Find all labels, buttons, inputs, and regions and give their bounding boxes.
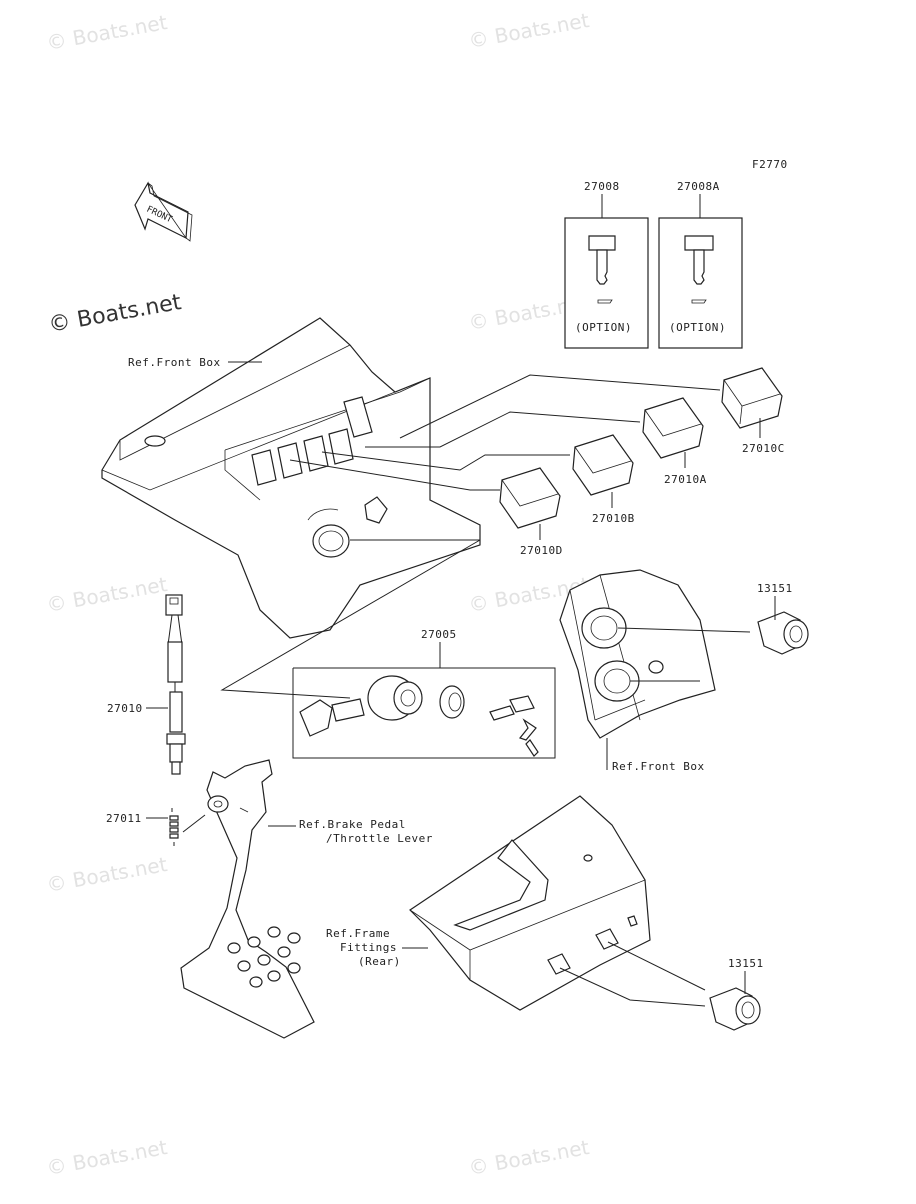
part-number-27011: 27011 [106,812,142,825]
rocker-switch-27010C: 27010C [721,367,785,455]
part-number-27010D: 27010D [520,544,563,557]
ignition-switch-assy: 27005 [220,539,556,759]
ref-frame-label-2: Fittings [340,941,397,954]
part-number-27008A: 27008A [677,180,720,193]
watermark-strong: © Boats.net [47,290,184,338]
switch-leaders [289,374,721,541]
watermark: © Boats.net [45,572,169,617]
front-box-top: Ref.Front Box [101,317,481,639]
key-box-27008A: 27008A (OPTION) [658,180,743,349]
ref-front-box-top-label: Ref.Front Box [128,356,221,369]
watermark: © Boats.net [45,852,169,897]
part-number-27010: 27010 [107,702,143,715]
part-number-27010B: 27010B [592,512,635,525]
part-number-27008: 27008 [584,180,620,193]
ref-brake-pedal-label-1: Ref.Brake Pedal [299,818,406,831]
watermark: © Boats.net [467,1135,591,1180]
ref-front-box-bottom-label: Ref.Front Box [612,760,705,773]
rocker-switch-27010A: 27010A [642,397,707,486]
ref-frame-label-3: (Rear) [358,955,401,968]
front-box-bottom: Ref.Front Box [559,569,716,773]
rocker-switch-27010B: 27010B [572,434,635,525]
part-number-13151-bottom: 13151 [728,957,764,970]
part-number-27005: 27005 [421,628,457,641]
option-label-2: (OPTION) [669,321,726,334]
socket-13151-top: 13151 [617,582,809,682]
front-arrow: FRONT [134,181,193,242]
spring-27011: 27011 [106,808,179,846]
key-box-27008: 27008 (OPTION) [564,180,649,349]
part-number-27010C: 27010C [742,442,785,455]
pedal-holes [227,926,301,988]
ref-frame-label-1: Ref.Frame [326,927,390,940]
rocker-switch-27010D: 27010D [499,467,563,557]
figure-code: F2770 [752,158,788,171]
brake-switch: 27010 [107,594,186,775]
socket-13151-bottom: 13151 [709,957,764,1031]
brake-pedal: Ref.Brake Pedal /Throttle Lever [180,759,433,1039]
part-number-27010A: 27010A [664,473,707,486]
option-label-1: (OPTION) [575,321,632,334]
ref-brake-pedal-label-2: /Throttle Lever [326,832,433,845]
watermark: © Boats.net [45,1135,169,1180]
frame-fittings-rear: Ref.Frame Fittings (Rear) [326,795,706,1011]
part-number-13151-top: 13151 [757,582,793,595]
watermark: © Boats.net [467,8,591,53]
watermark: © Boats.net [45,10,169,55]
